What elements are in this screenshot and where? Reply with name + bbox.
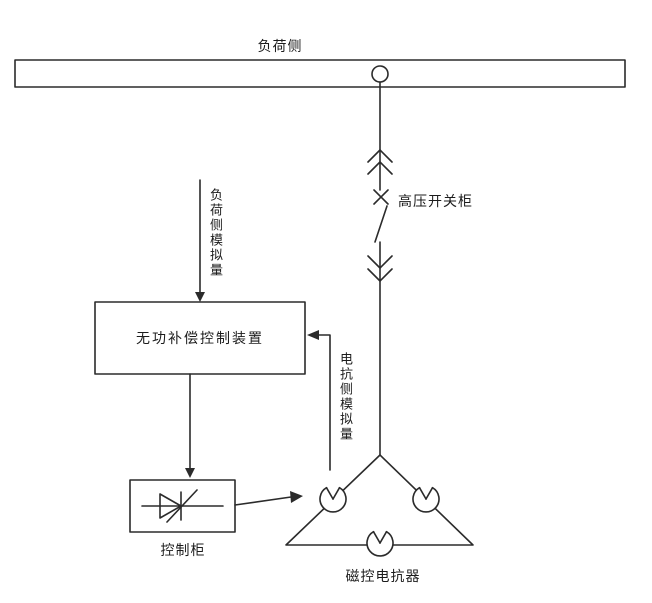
controller-box — [94, 301, 306, 375]
reactor-analog-arrow — [307, 330, 331, 471]
cabinet-label: 控制柜 — [160, 542, 206, 558]
drawout-contact-lower-icon — [367, 255, 393, 282]
load-analog-label: 负荷侧模拟量 — [208, 188, 223, 278]
bus-label: 负荷侧 — [257, 38, 303, 54]
controller-box-label: 无功补偿控制装置 — [136, 330, 264, 346]
breaker-contact-icon — [373, 189, 389, 243]
load-analog-arrow — [195, 179, 205, 302]
reactor-delta-symbol — [285, 454, 474, 557]
reactor-analog-label: 电抗侧模拟量 — [338, 352, 353, 442]
reactor-label: 磁控电抗器 — [345, 568, 421, 584]
cabinet-to-reactor-arrow — [234, 491, 303, 506]
control-cabinet-box — [129, 479, 236, 533]
drawout-contact-upper-icon — [367, 149, 393, 175]
busbar — [14, 59, 626, 88]
bus-connection-node — [371, 65, 389, 83]
switchgear-label: 高压开关柜 — [398, 193, 473, 209]
controller-to-cabinet-arrow — [185, 373, 195, 478]
thyristor-icon — [141, 489, 224, 523]
